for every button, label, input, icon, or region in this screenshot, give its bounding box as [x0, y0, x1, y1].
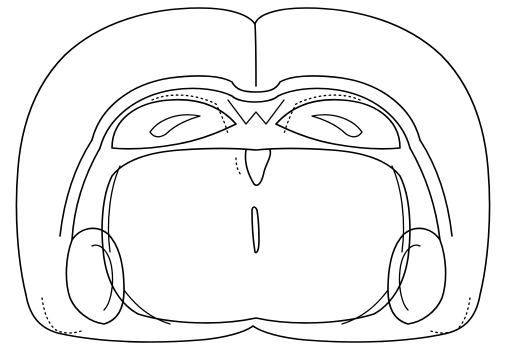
central-mass-outline — [102, 149, 410, 323]
left-mid-arc — [72, 148, 100, 240]
left-lateral-lobe-outer — [66, 228, 124, 324]
right-lateral-dotted — [428, 298, 470, 333]
left-outer-arc — [60, 140, 92, 236]
right-ventral-lobe — [342, 290, 388, 324]
third-ventricle-upper — [245, 150, 270, 185]
left-lateral-dotted — [42, 298, 84, 333]
right-lateral-lobe-outer — [388, 228, 446, 324]
right-outer-arc — [420, 140, 452, 236]
callosum-notch — [228, 100, 284, 124]
right-mid-arc — [410, 148, 440, 240]
third-ventricle-lower — [252, 207, 259, 253]
left-hippocampus-inner — [150, 115, 200, 137]
third-ventricle-dotted — [236, 158, 242, 176]
midline-fissure — [255, 24, 256, 86]
right-hippocampus-inner — [312, 115, 362, 137]
left-ventral-lobe — [124, 290, 170, 324]
corpus-callosum-lower — [100, 88, 410, 148]
